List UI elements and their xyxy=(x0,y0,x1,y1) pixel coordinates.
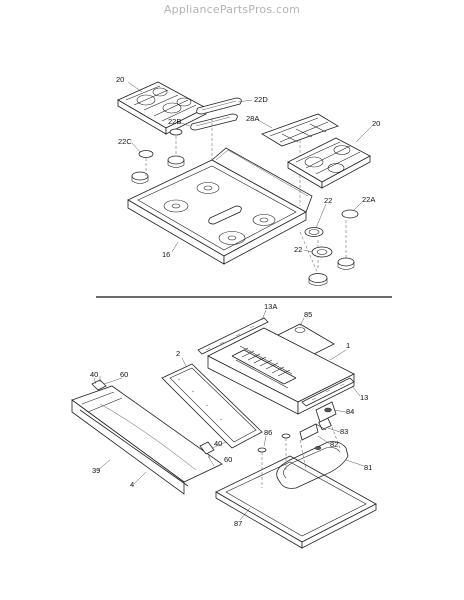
fastener-86[interactable] xyxy=(257,433,291,453)
label-1: 1 xyxy=(346,341,350,350)
grate-right[interactable] xyxy=(287,137,371,189)
label-13A: 13A xyxy=(264,302,277,311)
label-85: 85 xyxy=(304,310,312,319)
clip-40-bottom[interactable] xyxy=(199,441,215,459)
burner-cap-22D[interactable] xyxy=(196,97,242,115)
label-40-bottom: 40 xyxy=(214,439,222,448)
label-2: 2 xyxy=(176,349,180,358)
label-82: 82 xyxy=(330,440,338,449)
drawer-section: 13A 85 2 1 40 60 13 84 83 86 82 39 40 60… xyxy=(71,302,377,549)
burner-cap-22A[interactable] xyxy=(341,209,359,219)
label-22D: 22D xyxy=(254,95,268,104)
label-60-bottom: 60 xyxy=(224,455,232,464)
igniter-84[interactable] xyxy=(315,401,337,423)
burner-cap-22C[interactable] xyxy=(138,128,183,158)
lower-cover-87[interactable] xyxy=(215,455,377,549)
cooktop-main-top[interactable] xyxy=(127,147,313,265)
drawer-front-4[interactable] xyxy=(71,385,223,495)
drawer-front-frame-2[interactable] xyxy=(161,363,263,449)
label-22-b: 22 xyxy=(294,245,302,254)
burner-head-right[interactable] xyxy=(308,257,355,286)
drawer-rail-13[interactable] xyxy=(301,377,355,407)
label-16: 16 xyxy=(162,250,170,259)
label-22C: 22C xyxy=(118,137,132,146)
grate-center-28A[interactable] xyxy=(261,113,339,147)
label-28A: 28A xyxy=(246,114,259,123)
label-22B: 22B xyxy=(168,117,181,126)
burner-base-22B[interactable] xyxy=(190,113,238,131)
cooktop-section: 20 22D 22B 22C 28A 20 22 22A 22 16 xyxy=(116,75,380,286)
label-22A: 22A xyxy=(362,195,375,204)
label-13: 13 xyxy=(360,393,368,402)
grate-left[interactable] xyxy=(117,81,207,135)
valve-82[interactable] xyxy=(299,423,327,441)
drawer-rail-13A[interactable] xyxy=(197,317,269,355)
label-60-top: 60 xyxy=(120,370,128,379)
label-87: 87 xyxy=(234,519,242,528)
burner-head-left[interactable] xyxy=(131,155,185,184)
label-20-left: 20 xyxy=(116,75,124,84)
label-22-a: 22 xyxy=(324,196,332,205)
label-81: 81 xyxy=(364,463,372,472)
label-83: 83 xyxy=(340,427,348,436)
label-20-right: 20 xyxy=(372,119,380,128)
label-84: 84 xyxy=(346,407,354,416)
label-40-top: 40 xyxy=(90,370,98,379)
watermark-text: AppliancePartsPros.com xyxy=(163,3,301,16)
label-86: 86 xyxy=(264,428,272,437)
label-4: 4 xyxy=(130,480,134,489)
bake-element-81[interactable] xyxy=(276,441,349,489)
label-39: 39 xyxy=(92,466,100,475)
bracket-83[interactable] xyxy=(318,417,332,431)
burner-ring-22[interactable] xyxy=(304,227,333,258)
